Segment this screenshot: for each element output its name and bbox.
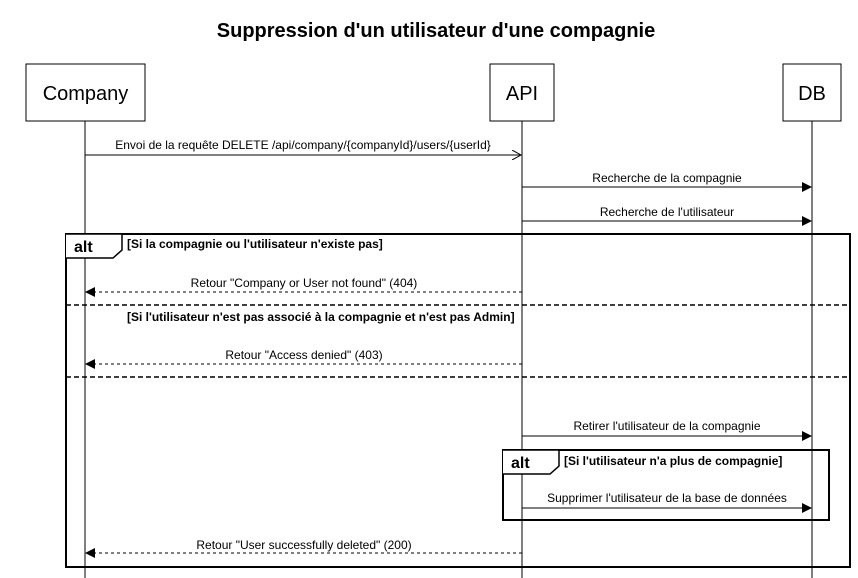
message-1-label: Envoi de la requête DELETE /api/company/… bbox=[115, 138, 491, 152]
alt-fragment-inner: alt [Si l'utilisateur n'a plus de compag… bbox=[502, 449, 830, 521]
message-3-label: Recherche de l'utilisateur bbox=[600, 205, 734, 219]
actor-api: API bbox=[489, 63, 555, 122]
alt-tag-inner-box bbox=[503, 449, 560, 475]
message-7-label: Supprimer l'utilisateur de la base de do… bbox=[547, 491, 787, 505]
message-2-label: Recherche de la compagnie bbox=[592, 171, 742, 185]
message-6-label: Retirer l'utilisateur de la compagnie bbox=[573, 419, 760, 433]
message-5-label: Retour "Access denied" (403) bbox=[225, 348, 382, 362]
alt-condition-inner: [Si l'utilisateur n'a plus de compagnie] bbox=[564, 454, 782, 468]
actor-api-label: API bbox=[506, 83, 538, 105]
alt-tag-inner: alt bbox=[511, 455, 530, 472]
message-8-label: Retour "User successfully deleted" (200) bbox=[196, 538, 411, 552]
actor-db: DB bbox=[782, 63, 842, 122]
alt-condition-1: [Si la compagnie ou l'utilisateur n'exis… bbox=[127, 237, 383, 251]
alt-fragment-outer: alt [Si la compagnie ou l'utilisateur n'… bbox=[65, 233, 851, 568]
message-4-label: Retour "Company or User not found" (404) bbox=[191, 276, 418, 290]
diagram-title: Suppression d'un utilisateur d'une compa… bbox=[217, 20, 655, 42]
actor-db-label: DB bbox=[798, 83, 826, 105]
alt-tag-outer: alt bbox=[74, 239, 93, 256]
actor-company-label: Company bbox=[43, 83, 129, 105]
alt-condition-2: [Si l'utilisateur n'est pas associé à la… bbox=[127, 310, 515, 324]
actor-company: Company bbox=[25, 63, 146, 122]
alt-tag-outer-box bbox=[66, 233, 123, 259]
